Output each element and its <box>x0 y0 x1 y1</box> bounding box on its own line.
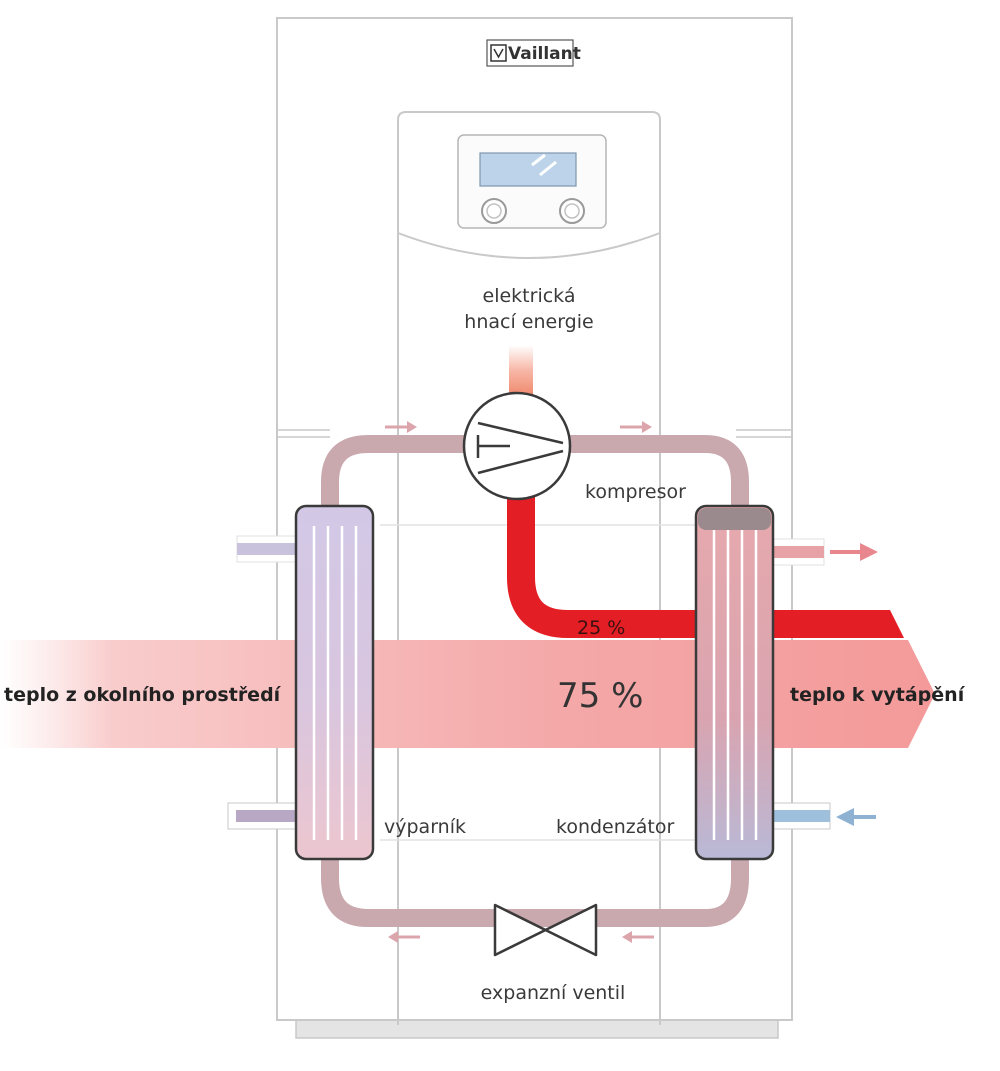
electric-energy-input <box>509 345 533 395</box>
expansion-valve <box>493 903 598 957</box>
expansion-valve-label: expanzní ventil <box>481 982 626 1004</box>
drive-energy-label-line2: hnací energie <box>464 311 593 333</box>
left-arrow-icon <box>622 931 654 943</box>
drive-energy-label-line1: elektrická <box>483 285 576 307</box>
condenser-label: kondenzátor <box>556 816 674 838</box>
electric-energy-flow <box>507 480 890 638</box>
control-display <box>479 152 577 187</box>
heat-source-label: teplo z okolního prostředí <box>4 684 282 706</box>
hot-water-out-arrow-icon <box>830 543 878 561</box>
flow-direction-arrows <box>385 421 654 943</box>
evaporator-label: výparník <box>384 816 466 838</box>
vaillant-logo-text: Vaillant <box>508 44 581 64</box>
cold-water-in-arrow-icon <box>836 808 876 826</box>
condenser <box>694 504 831 861</box>
control-panel <box>457 134 607 229</box>
vaillant-logo: Vaillant <box>486 39 581 67</box>
ambient-share-label: 75 % <box>557 676 643 716</box>
right-arrow-icon <box>385 421 417 433</box>
left-control-knob <box>481 198 507 224</box>
left-arrow-icon <box>388 931 420 943</box>
right-control-knob <box>559 198 585 224</box>
right-arrow-icon <box>620 421 652 433</box>
heat-output-label: teplo k vytápění <box>790 684 966 706</box>
compressor <box>462 391 572 501</box>
compressor-label: kompresor <box>585 481 686 503</box>
electric-share-label: 25 % <box>577 617 625 639</box>
evaporator <box>227 504 375 861</box>
